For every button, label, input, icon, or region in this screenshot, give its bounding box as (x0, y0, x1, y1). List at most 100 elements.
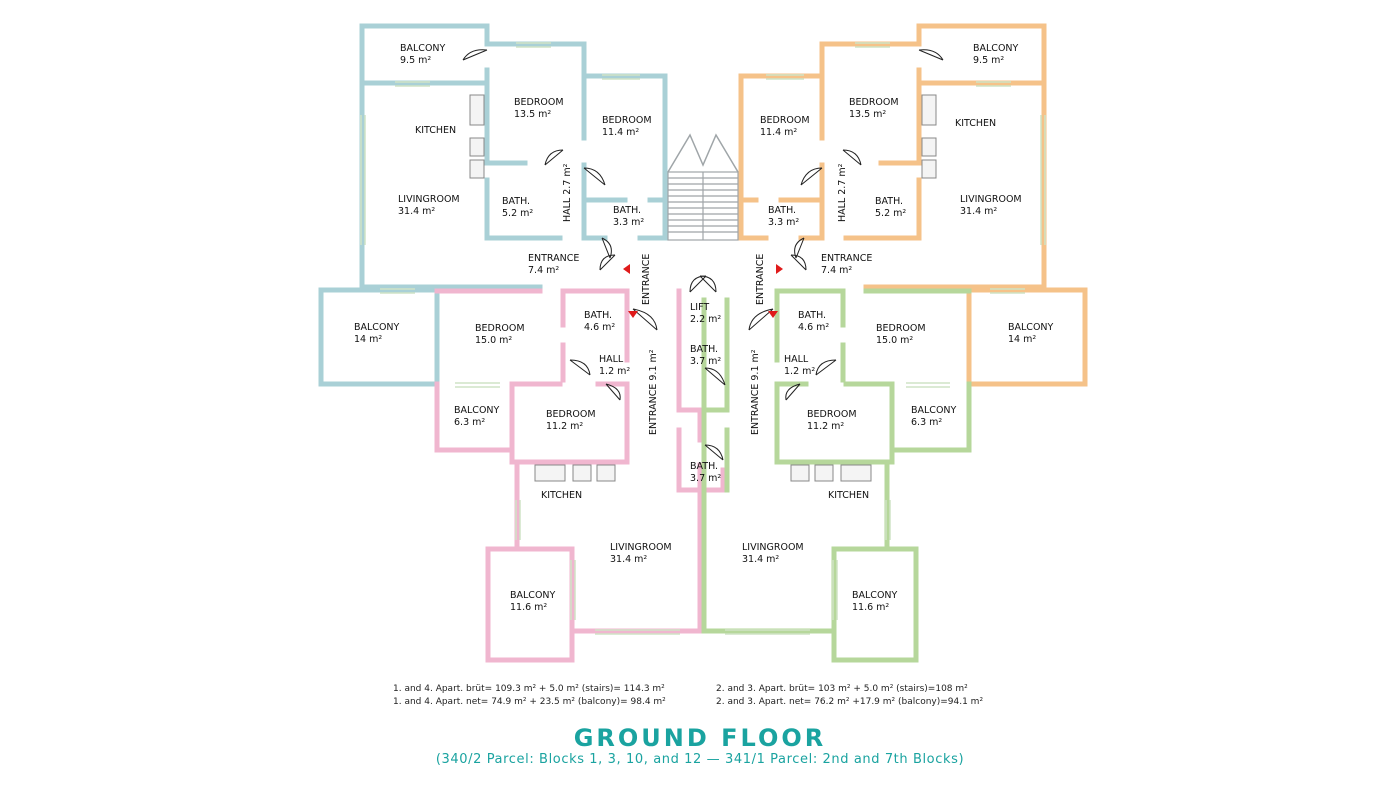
area-note-line: 2. and 3. Apart. brüt= 103 m² + 5.0 m² (… (716, 684, 968, 694)
room-entrance-tl: ENTRANCE 7.4 m² (528, 253, 579, 277)
room-kitchen-br: KITCHEN (828, 490, 869, 502)
apartment-4-walls (434, 288, 726, 663)
room-area: 11.4 m² (602, 127, 640, 138)
room-area: 3.3 m² (613, 217, 645, 228)
apartment-3-walls (701, 288, 972, 663)
room-bedroom-tr: BEDROOM 13.5 m² (849, 97, 899, 121)
room-bedroom2-tl: BEDROOM 11.4 m² (602, 115, 652, 139)
room-name: BEDROOM (514, 97, 564, 108)
room-name: ENTRANCE (821, 253, 873, 264)
room-bedroom-bl: BEDROOM 15.0 m² (475, 323, 525, 347)
room-name: BATH. (613, 205, 642, 216)
room-area: 11.6 m² (510, 602, 548, 613)
room-area: 31.4 m² (960, 206, 998, 217)
room-name: BALCONY (510, 590, 556, 601)
room-entrance-tr: ENTRANCE 7.4 m² (821, 253, 872, 277)
room-name: KITCHEN (541, 490, 583, 501)
room-living-tl: LIVINGROOM 31.4 m² (398, 194, 460, 218)
room-living-br: LIVINGROOM 31.4 m² (742, 542, 804, 566)
room-kitchen-tl: KITCHEN (415, 125, 456, 137)
room-balcony-tl: BALCONY 9.5 m² (400, 43, 445, 67)
room-balcony-big-bl: BALCONY 14 m² (354, 322, 399, 346)
room-name: BEDROOM (760, 115, 810, 126)
room-name: LIVINGROOM (610, 542, 672, 553)
room-area: 11.4 m² (760, 127, 798, 138)
room-area: 11.6 m² (852, 602, 890, 613)
room-name: BEDROOM (546, 409, 596, 420)
room-entrance-bl: ENTRANCE 9.1 m² (648, 349, 659, 435)
room-name: BATH. (875, 196, 904, 207)
room-hall-bl: HALL 1.2 m² (599, 354, 630, 378)
room-area: 5.2 m² (502, 208, 534, 219)
room-area: 11.2 m² (546, 421, 584, 432)
room-area: 6.3 m² (454, 417, 486, 428)
room-area: 7.4 m² (528, 265, 560, 276)
building-entrance-right: ENTRANCE (755, 253, 766, 305)
room-bath-br: BATH. 4.6 m² (798, 310, 829, 334)
room-name: HALL (784, 354, 809, 365)
page-title: GROUND FLOOR (573, 724, 827, 752)
area-note-right: 2. and 3. Apart. brüt= 103 m² + 5.0 m² (… (716, 683, 983, 709)
room-name: BEDROOM (475, 323, 525, 334)
door-swings (462, 49, 944, 461)
room-name: LIVINGROOM (960, 194, 1022, 205)
room-name: LIVINGROOM (742, 542, 804, 553)
room-hall-br: HALL 1.2 m² (784, 354, 815, 378)
room-area: 11.2 m² (807, 421, 845, 432)
room-area: 15.0 m² (876, 335, 914, 346)
apartment-2-walls (738, 23, 1088, 387)
room-area: 3.7 m² (690, 473, 722, 484)
area-note-line: 1. and 4. Apart. brüt= 109.3 m² + 5.0 m²… (393, 684, 665, 694)
room-bath-tr: BATH. 5.2 m² (875, 196, 906, 220)
room-hall-tl: HALL 2.7 m² (562, 163, 573, 222)
room-bath-tl: BATH. 5.2 m² (502, 196, 533, 220)
room-balcony-big-br: BALCONY 14 m² (1008, 322, 1053, 346)
room-area: 5.2 m² (875, 208, 907, 219)
room-area: 14 m² (354, 334, 383, 345)
room-bedroom2-tr: BEDROOM 11.4 m² (760, 115, 810, 139)
room-area: 14 m² (1008, 334, 1037, 345)
room-name: KITCHEN (828, 490, 870, 501)
room-area: 13.5 m² (514, 109, 552, 120)
room-core-bath-1: BATH. 3.7 m² (690, 344, 721, 368)
room-lift: LIFT 2.2 m² (690, 302, 721, 326)
room-name: BALCONY (852, 590, 898, 601)
room-hall-tr: HALL 2.7 m² (837, 163, 848, 222)
room-name: BATH. (768, 205, 797, 216)
room-name: BATH. (690, 344, 719, 355)
room-area: 9.5 m² (973, 55, 1005, 66)
room-bedroom2-bl: BEDROOM 11.2 m² (546, 409, 596, 433)
floor-plan (318, 23, 1088, 663)
building-entrance-left: ENTRANCE (641, 253, 652, 305)
room-area: 15.0 m² (475, 335, 513, 346)
room-name: BEDROOM (807, 409, 857, 420)
room-name: LIFT (690, 302, 710, 313)
room-name: KITCHEN (955, 118, 997, 129)
room-name: BALCONY (354, 322, 400, 333)
room-kitchen-bl: KITCHEN (541, 490, 582, 502)
page-subtitle: (340/2 Parcel: Blocks 1, 3, 10, and 12 —… (435, 752, 965, 767)
room-area: 31.4 m² (742, 554, 780, 565)
area-note-left: 1. and 4. Apart. brüt= 109.3 m² + 5.0 m²… (393, 683, 666, 709)
area-note-line: 1. and 4. Apart. net= 74.9 m² + 23.5 m² … (393, 697, 666, 707)
room-area: 1.2 m² (784, 366, 816, 377)
room-balcony-small-br: BALCONY 6.3 m² (911, 405, 956, 429)
room-bath2-tr: BATH. 3.3 m² (768, 205, 799, 229)
room-area: 13.5 m² (849, 109, 887, 120)
room-area: 31.4 m² (610, 554, 648, 565)
room-name: BEDROOM (849, 97, 899, 108)
room-balcony-bottom-br: BALCONY 11.6 m² (852, 590, 897, 614)
room-name: BEDROOM (876, 323, 926, 334)
stair-core (667, 133, 739, 241)
room-balcony-bottom-bl: BALCONY 11.6 m² (510, 590, 555, 614)
area-note-line: 2. and 3. Apart. net= 76.2 m² +17.9 m² (… (716, 697, 984, 707)
room-name: BEDROOM (602, 115, 652, 126)
room-area: 7.4 m² (821, 265, 853, 276)
room-balcony-small-bl: BALCONY 6.3 m² (454, 405, 499, 429)
room-area: 3.3 m² (768, 217, 800, 228)
room-name: BATH. (798, 310, 827, 321)
room-bedroom-br: BEDROOM 15.0 m² (876, 323, 926, 347)
room-core-bath-2: BATH. 3.7 m² (690, 461, 721, 485)
room-bath2-tl: BATH. 3.3 m² (613, 205, 644, 229)
room-bedroom2-br: BEDROOM 11.2 m² (807, 409, 857, 433)
